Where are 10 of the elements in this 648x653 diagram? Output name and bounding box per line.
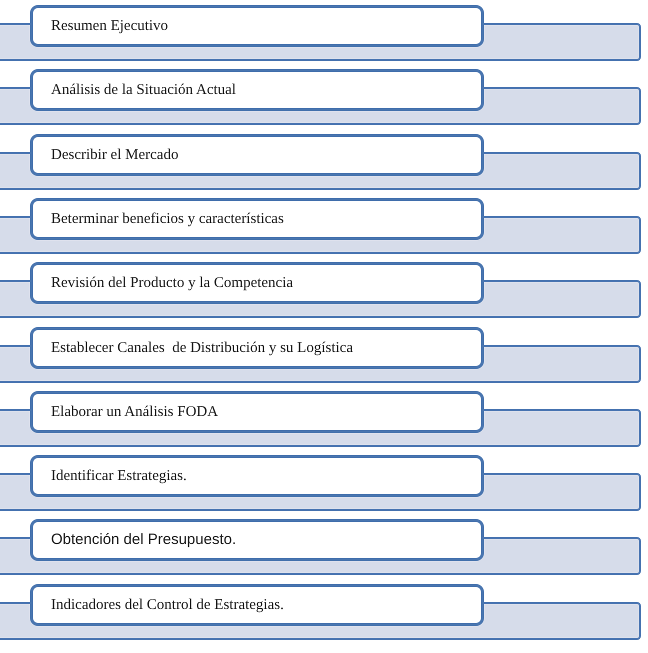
step-box: Identificar Estrategias. bbox=[30, 455, 484, 498]
step-box: Beterminar beneficios y características bbox=[30, 198, 484, 240]
step-box: Análisis de la Situación Actual bbox=[30, 69, 484, 112]
step-box: Resumen Ejecutivo bbox=[30, 5, 484, 47]
step-box: Elaborar un Análisis FODA bbox=[30, 390, 484, 433]
step-box: Revisión del Producto y la Competencia bbox=[30, 262, 484, 304]
step-box: Establecer Canales de Distribución y su Logística bbox=[30, 326, 484, 368]
step-box: Obtención del Presupuesto. bbox=[30, 519, 484, 562]
step-box: Describir el Mercado bbox=[30, 134, 484, 176]
step-box: Indicadores del Control de Estrategias. bbox=[30, 584, 484, 626]
